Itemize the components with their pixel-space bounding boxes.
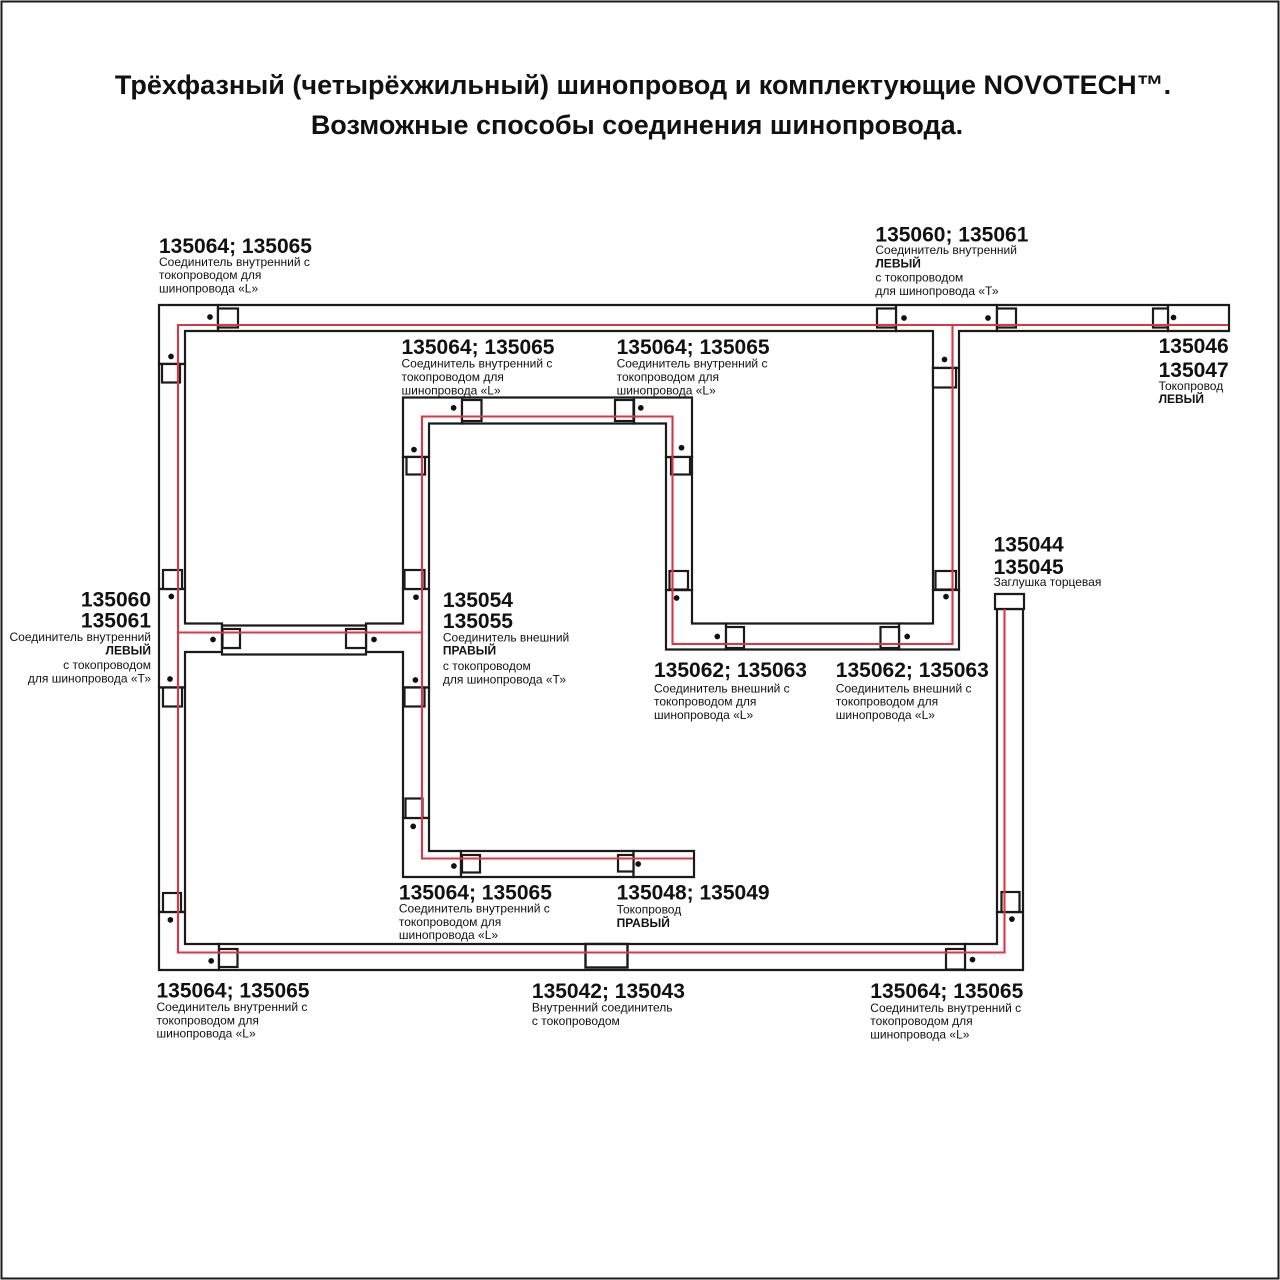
svg-text:с токопроводом: с токопроводом [532, 1014, 620, 1028]
svg-text:Соединитель внутренний с: Соединитель внутренний с [617, 357, 768, 371]
svg-text:Соединитель внутренний с: Соединитель внутренний с [159, 255, 310, 269]
svg-text:токопроводом для: токопроводом для [157, 1013, 259, 1027]
svg-text:ЛЕВЫЙ: ЛЕВЫЙ [106, 643, 151, 658]
svg-text:Соединитель внутренний: Соединитель внутренний [9, 630, 151, 644]
svg-text:Соединитель внутренний с: Соединитель внутренний с [870, 1001, 1021, 1015]
svg-text:135064; 135065: 135064; 135065 [402, 336, 555, 359]
svg-text:Токопровод: Токопровод [1159, 379, 1224, 393]
svg-text:135064; 135065: 135064; 135065 [399, 881, 552, 904]
svg-text:Заглушка торцевая: Заглушка торцевая [994, 575, 1102, 589]
svg-text:135048; 135049: 135048; 135049 [617, 882, 770, 905]
svg-text:шинопровода «L»: шинопровода «L» [870, 1028, 969, 1042]
svg-text:для шинопровода «Т»: для шинопровода «Т» [875, 284, 998, 298]
svg-text:шинопровода «L»: шинопровода «L» [157, 1027, 256, 1041]
svg-text:135055: 135055 [443, 610, 513, 633]
svg-text:135064; 135065: 135064; 135065 [870, 980, 1023, 1003]
svg-text:шинопровода «L»: шинопровода «L» [159, 281, 258, 295]
svg-text:135046: 135046 [1159, 335, 1229, 358]
svg-text:токопроводом для: токопроводом для [159, 268, 261, 282]
svg-text:с токопроводом: с токопроводом [443, 659, 531, 673]
svg-text:Соединитель внутренний с: Соединитель внутренний с [157, 1000, 308, 1014]
svg-text:токопроводом для: токопроводом для [402, 370, 504, 384]
svg-text:шинопровода «L»: шинопровода «L» [836, 708, 935, 722]
svg-text:135044: 135044 [994, 533, 1064, 556]
svg-text:135045: 135045 [994, 556, 1064, 579]
svg-text:для шинопровода «Т»: для шинопровода «Т» [28, 671, 151, 685]
svg-text:шинопровода «L»: шинопровода «L» [617, 384, 716, 398]
svg-text:ПРАВЫЙ: ПРАВЫЙ [443, 643, 496, 658]
svg-text:135062; 135063: 135062; 135063 [654, 659, 807, 682]
svg-text:Трёхфазный (четырёхжильный) ши: Трёхфазный (четырёхжильный) шинопровод и… [115, 70, 1171, 100]
svg-text:шинопровода «L»: шинопровода «L» [402, 384, 501, 398]
svg-text:ЛЕВЫЙ: ЛЕВЫЙ [875, 255, 920, 270]
svg-text:Соединитель внутренний с: Соединитель внутренний с [399, 902, 550, 916]
svg-text:токопроводом для: токопроводом для [399, 915, 501, 929]
svg-text:Соединитель внутренний с: Соединитель внутренний с [402, 357, 553, 371]
svg-text:токопроводом для: токопроводом для [870, 1014, 972, 1028]
svg-text:135061: 135061 [81, 610, 151, 633]
svg-text:шинопровода «L»: шинопровода «L» [399, 928, 498, 942]
svg-text:135064; 135065: 135064; 135065 [617, 336, 770, 359]
svg-text:135047: 135047 [1159, 359, 1229, 382]
svg-text:Соединитель внешний с: Соединитель внешний с [836, 681, 972, 695]
svg-text:135054: 135054 [443, 589, 513, 612]
svg-text:135062; 135063: 135062; 135063 [836, 659, 989, 682]
svg-text:135064; 135065: 135064; 135065 [157, 980, 310, 1003]
svg-text:токопроводом для: токопроводом для [617, 370, 719, 384]
svg-text:Соединитель внутренний: Соединитель внутренний [875, 243, 1017, 257]
svg-text:Внутренний соединитель: Внутренний соединитель [532, 1001, 673, 1015]
svg-text:Возможные способы соединения ш: Возможные способы соединения шинопровода… [311, 110, 963, 140]
svg-text:Токопровод: Токопровод [617, 903, 682, 917]
svg-text:токопроводом для: токопроводом для [654, 695, 756, 709]
svg-text:135042; 135043: 135042; 135043 [532, 980, 685, 1003]
svg-text:135060; 135061: 135060; 135061 [875, 224, 1028, 247]
svg-text:для шинопровода «Т»: для шинопровода «Т» [443, 672, 566, 686]
svg-text:шинопровода «L»: шинопровода «L» [654, 708, 753, 722]
svg-text:135064; 135065: 135064; 135065 [159, 235, 312, 258]
svg-text:Соединитель внешний: Соединитель внешний [443, 630, 569, 644]
svg-text:ПРАВЫЙ: ПРАВЫЙ [617, 915, 670, 930]
svg-text:с токопроводом: с токопроводом [63, 658, 151, 672]
svg-text:Соединитель внешний с: Соединитель внешний с [654, 681, 790, 695]
svg-text:135060: 135060 [81, 588, 151, 611]
svg-text:ЛЕВЫЙ: ЛЕВЫЙ [1159, 391, 1204, 406]
svg-text:токопроводом для: токопроводом для [836, 695, 938, 709]
svg-text:с токопроводом: с токопроводом [875, 271, 963, 285]
